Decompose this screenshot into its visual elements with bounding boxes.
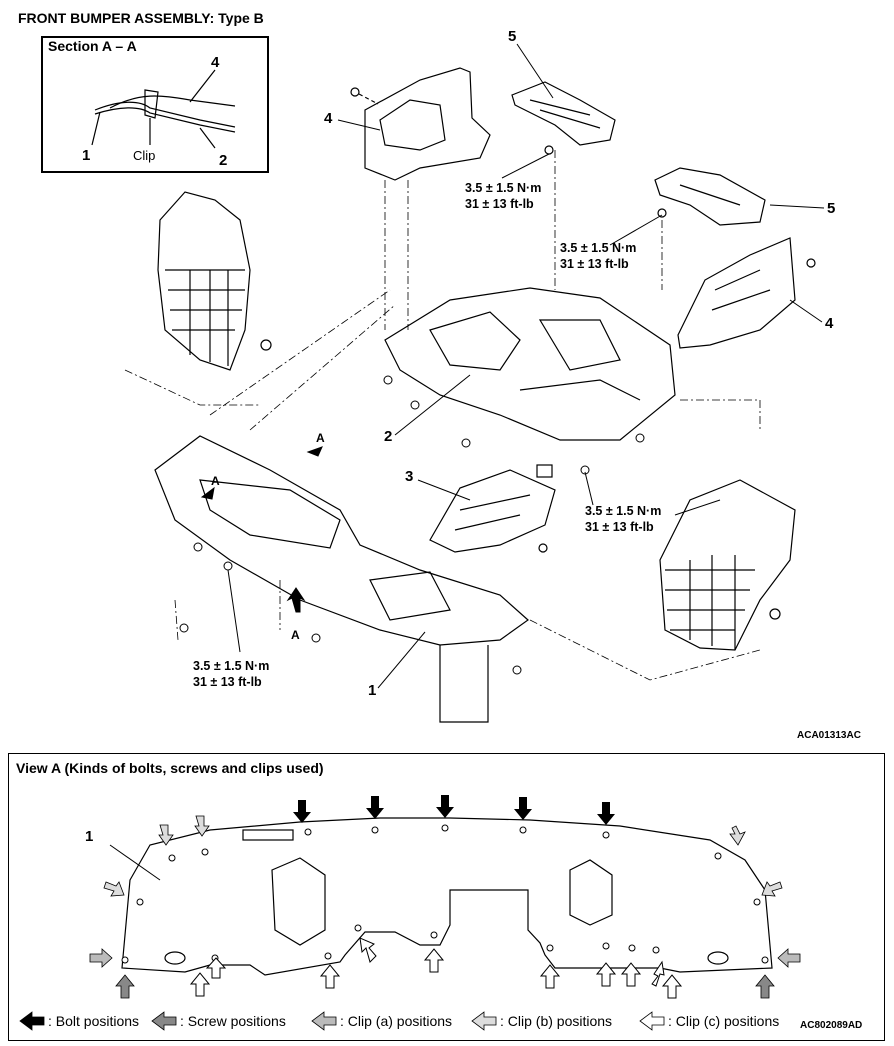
torque-spec-2: 3.5 ± 1.5 N·m 31 ± 13 ft-lb <box>560 240 636 272</box>
torque-spec-3-nm: 3.5 ± 1.5 N·m <box>585 504 662 518</box>
section-label-clip: Clip <box>133 148 156 163</box>
legend-screw-icon <box>151 1011 177 1031</box>
callout-3: 3 <box>405 468 414 485</box>
section-label-4: 4 <box>211 54 220 71</box>
legend-clip-a-icon <box>311 1011 337 1031</box>
fender-liner-right <box>659 479 796 651</box>
torque-spec-1-ftlb: 31 ± 13 ft-lb <box>465 197 534 211</box>
bolts <box>179 375 645 675</box>
view-a-panel <box>8 753 885 1041</box>
view-a-holes <box>121 824 769 964</box>
small-cover-5-right <box>654 167 766 226</box>
section-label-1: 1 <box>82 147 91 164</box>
legend-icons <box>19 1011 665 1031</box>
legend-clip-c-label: : Clip (c) positions <box>668 1013 780 1029</box>
torque-spec-1: 3.5 ± 1.5 N·m 31 ± 13 ft-lb <box>465 180 541 212</box>
callout-1: 1 <box>368 682 377 699</box>
callout-4-top: 4 <box>324 110 333 127</box>
view-marker-a-2: A <box>211 474 220 488</box>
legend-screw-label: : Screw positions <box>180 1013 286 1029</box>
front-under-cover-1 <box>154 435 529 723</box>
section-label-2: 2 <box>219 152 228 169</box>
legend-clip-b-icon <box>471 1011 497 1031</box>
clip-a-arrows <box>89 948 801 968</box>
upper-cover-4-top <box>350 67 491 181</box>
under-cover-3 <box>429 464 556 553</box>
small-cover-5-top <box>511 81 616 155</box>
callout-4-right: 4 <box>825 315 834 332</box>
screw-arrows <box>115 974 775 999</box>
legend-bolt-icon <box>19 1011 45 1031</box>
torque-spec-4-ftlb: 31 ± 13 ft-lb <box>193 675 262 689</box>
view-marker-a-1: A <box>316 431 325 445</box>
fender-liner-left <box>157 191 272 371</box>
view-a-part-number: 1 <box>85 828 94 845</box>
view-marker-a-3: A <box>291 628 300 642</box>
assembly-lines <box>124 150 761 681</box>
view-a-plate <box>121 817 773 976</box>
callout-5-right: 5 <box>827 200 836 217</box>
view-a-leader <box>109 844 161 881</box>
torque-spec-4-nm: 3.5 ± 1.5 N·m <box>193 659 270 673</box>
legend-clip-c-icon <box>639 1011 665 1031</box>
callout-5-top: 5 <box>508 28 517 45</box>
torque-spec-3-ftlb: 31 ± 13 ft-lb <box>585 520 654 534</box>
figure-code-bottom: AC802089AD <box>800 1020 863 1031</box>
clip-b-arrows <box>103 815 783 897</box>
section-title: Section A – A <box>48 38 137 54</box>
side-cover-4-right <box>677 237 816 349</box>
legend-clip-a-label: : Clip (a) positions <box>340 1013 453 1029</box>
callout-2: 2 <box>384 428 393 445</box>
figure-code-top: ACA01313AC <box>797 730 861 741</box>
view-a-arrows <box>200 446 323 613</box>
torque-spec-2-ftlb: 31 ± 13 ft-lb <box>560 257 629 271</box>
torque-spec-1-nm: 3.5 ± 1.5 N·m <box>465 181 542 195</box>
callout-leaders <box>227 43 825 689</box>
torque-spec-3: 3.5 ± 1.5 N·m 31 ± 13 ft-lb <box>585 503 661 535</box>
clip-c-arrows <box>189 937 683 999</box>
section-drawing <box>91 69 236 149</box>
page-title: FRONT BUMPER ASSEMBLY: Type B <box>18 10 264 26</box>
torque-spec-2-nm: 3.5 ± 1.5 N·m <box>560 241 637 255</box>
lower-cover-2 <box>384 287 676 441</box>
legend-bolt-label: : Bolt positions <box>48 1013 140 1029</box>
torque-spec-4: 3.5 ± 1.5 N·m 31 ± 13 ft-lb <box>193 658 269 690</box>
legend-clip-b-label: : Clip (b) positions <box>500 1013 613 1029</box>
section-inset <box>41 36 269 173</box>
view-a-title: View A (Kinds of bolts, screws and clips… <box>16 760 324 776</box>
bolt-arrows <box>293 795 615 825</box>
